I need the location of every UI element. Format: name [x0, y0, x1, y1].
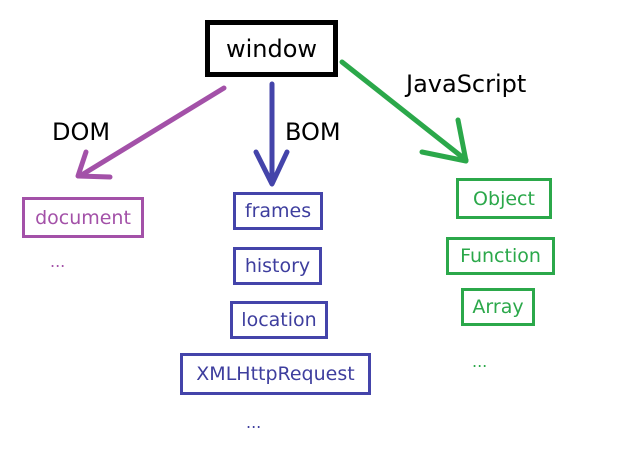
xmlhttprequest-box: XMLHttpRequest [180, 353, 371, 395]
js-ellipsis: ... [472, 352, 488, 371]
frames-box: frames [233, 192, 323, 230]
bom-arrow [253, 81, 290, 187]
bom-ellipsis: ... [246, 413, 262, 432]
function-box: Function [446, 237, 555, 275]
dom-arrow [75, 85, 227, 180]
js-arrow [339, 59, 469, 164]
document-box: document [22, 197, 144, 238]
bom-label: BOM [285, 118, 341, 146]
window-box: window [205, 20, 338, 77]
history-box: history [233, 247, 322, 285]
javascript-label: JavaScript [406, 70, 527, 98]
dom-ellipsis: ... [50, 252, 66, 271]
array-box: Array [461, 288, 535, 326]
location-box: location [230, 301, 328, 339]
object-box: Object [456, 178, 552, 219]
dom-label: DOM [52, 118, 111, 146]
